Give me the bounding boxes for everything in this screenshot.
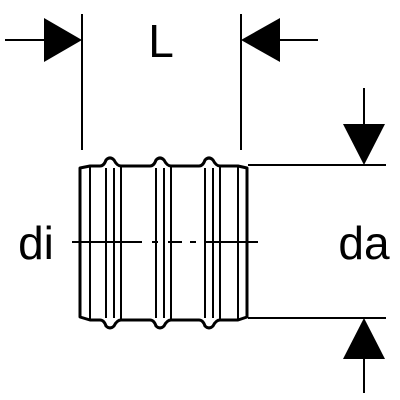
outer-diameter-arrow-bottom-icon bbox=[343, 318, 385, 359]
length-dimension: L bbox=[5, 14, 318, 150]
length-label: L bbox=[148, 15, 174, 67]
outer-diameter-arrow-top-icon bbox=[343, 124, 385, 165]
outer-diameter-dimension: da bbox=[248, 88, 390, 393]
length-arrow-right-icon bbox=[241, 18, 280, 62]
length-arrow-left-icon bbox=[44, 18, 82, 62]
outer-diameter-label: da bbox=[338, 217, 390, 269]
inner-diameter-label: di bbox=[18, 217, 54, 269]
